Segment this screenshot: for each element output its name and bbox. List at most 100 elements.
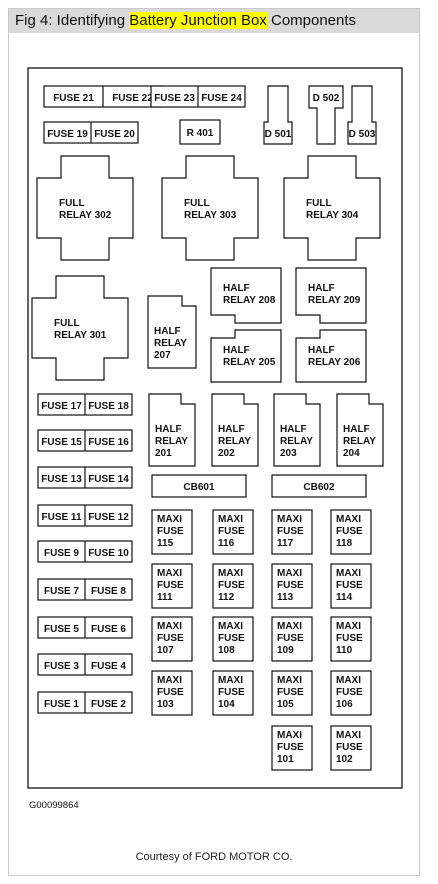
- maxi-fuse-104-label: 104: [218, 699, 235, 710]
- maxi-fuse-109-label: MAXI: [277, 621, 302, 632]
- maxi-fuse-118-label: 118: [336, 538, 353, 549]
- half-relay-1-label: RELAY 208: [223, 295, 276, 306]
- fuse-18-label: FUSE 18: [88, 401, 129, 412]
- maxi-fuse-108-label: FUSE: [218, 633, 245, 644]
- half-relay-7-label: RELAY: [218, 436, 251, 447]
- relay-outline: [336, 393, 384, 467]
- maxi-fuse-107-label: FUSE: [157, 633, 184, 644]
- d-502-label: D 502: [313, 93, 340, 104]
- maxi-fuse-outline: [271, 670, 313, 716]
- relay-301-label: RELAY 301: [54, 330, 107, 341]
- r-401-label: R 401: [187, 128, 214, 139]
- maxi-fuse-109-label: FUSE: [277, 633, 304, 644]
- fuse-22-label: FUSE 22: [112, 93, 153, 104]
- half-relay-8-label: 203: [280, 448, 297, 459]
- maxi-fuse-115-label: 115: [157, 538, 174, 549]
- fuse-pair-fuse-15: FUSE 15 FUSE 16: [37, 429, 133, 452]
- diode-d-501: D 501: [263, 85, 293, 145]
- maxi-fuse-outline: [330, 616, 372, 662]
- maxi-fuse-118-label: FUSE: [336, 526, 363, 537]
- component-cb602: CB602: [271, 474, 367, 498]
- maxi-fuse-outline: [330, 509, 372, 555]
- fuse-15-label: FUSE 15: [41, 437, 82, 448]
- maxi-fuse-117-label: 117: [277, 538, 294, 549]
- maxi-fuse-106-label: 106: [336, 699, 353, 710]
- relay-303-label: RELAY 303: [184, 210, 237, 221]
- maxi-fuse-111-label: MAXI: [157, 568, 182, 579]
- fuse-12-label: FUSE 12: [88, 512, 129, 523]
- maxi-fuse-outline: [271, 616, 313, 662]
- fuse-6-label: FUSE 6: [91, 624, 126, 635]
- relay-303-label: FULL: [184, 198, 210, 209]
- maxi-fuse-110-label: FUSE: [336, 633, 363, 644]
- diode-outline: [308, 85, 344, 145]
- fuse-5-label: FUSE 5: [44, 624, 79, 635]
- maxi-fuse-109-label: 109: [277, 645, 294, 656]
- maxi-fuse-105-label: MAXI: [277, 675, 302, 686]
- fuse-16-label: FUSE 16: [88, 437, 129, 448]
- maxi-fuse-101-label: FUSE: [277, 742, 304, 753]
- component-cb601: CB601: [151, 474, 247, 498]
- fuse-2-label: FUSE 2: [91, 699, 126, 710]
- fuse-20-label: FUSE 20: [94, 129, 135, 140]
- maxi-fuse-113-label: FUSE: [277, 580, 304, 591]
- relay-outline: [210, 267, 282, 324]
- component-outline: [179, 119, 221, 145]
- maxi-fuse-outline: [212, 670, 254, 716]
- component-r-401: R 401: [179, 119, 221, 145]
- half-relay-3-label: HALF: [154, 326, 181, 337]
- fuse-10-label: FUSE 10: [88, 548, 129, 559]
- maxi-fuse-117-label: MAXI: [277, 514, 302, 525]
- fuse-1-label: FUSE 1: [44, 699, 79, 710]
- relay-302-label: FULL: [59, 198, 85, 209]
- maxi-fuse-113-label: 113: [277, 592, 294, 603]
- half-relay-8-label: HALF: [280, 424, 307, 435]
- half-relay-7-label: 202: [218, 448, 235, 459]
- maxi-fuse-113-label: MAXI: [277, 568, 302, 579]
- maxi-fuse-101-label: MAXI: [277, 730, 302, 741]
- title-bar: Fig 4: Identifying Battery Junction Box …: [9, 9, 419, 33]
- maxi-fuse-outline: [271, 563, 313, 609]
- relay-outline: [211, 393, 259, 467]
- relay-outline: [273, 393, 321, 467]
- maxi-fuse-108-label: MAXI: [218, 621, 243, 632]
- half-relay-9-label: HALF: [343, 424, 370, 435]
- maxi-fuse-outline: [271, 725, 313, 771]
- title-prefix: Fig 4: Identifying: [15, 12, 130, 29]
- maxi-fuse-104-label: FUSE: [218, 687, 245, 698]
- diode-d-503: D 503: [347, 85, 377, 145]
- maxi-fuse-118-label: MAXI: [336, 514, 361, 525]
- relay-outline: [31, 275, 129, 381]
- fuse-11-label: FUSE 11: [41, 512, 81, 523]
- fuse-pair-fuse-9: FUSE 9 FUSE 10: [37, 540, 133, 563]
- figure-code: G00099864: [29, 800, 79, 811]
- maxi-fuse-102-label: FUSE: [336, 742, 363, 753]
- maxi-fuse-110-label: 110: [336, 645, 353, 656]
- half-relay-2-label: RELAY 209: [308, 295, 361, 306]
- component-outline: [151, 474, 247, 498]
- fuse-9-label: FUSE 9: [44, 548, 79, 559]
- half-relay-5-label: RELAY 206: [308, 357, 361, 368]
- maxi-fuse-116-label: MAXI: [218, 514, 243, 525]
- relay-outline: [161, 155, 259, 261]
